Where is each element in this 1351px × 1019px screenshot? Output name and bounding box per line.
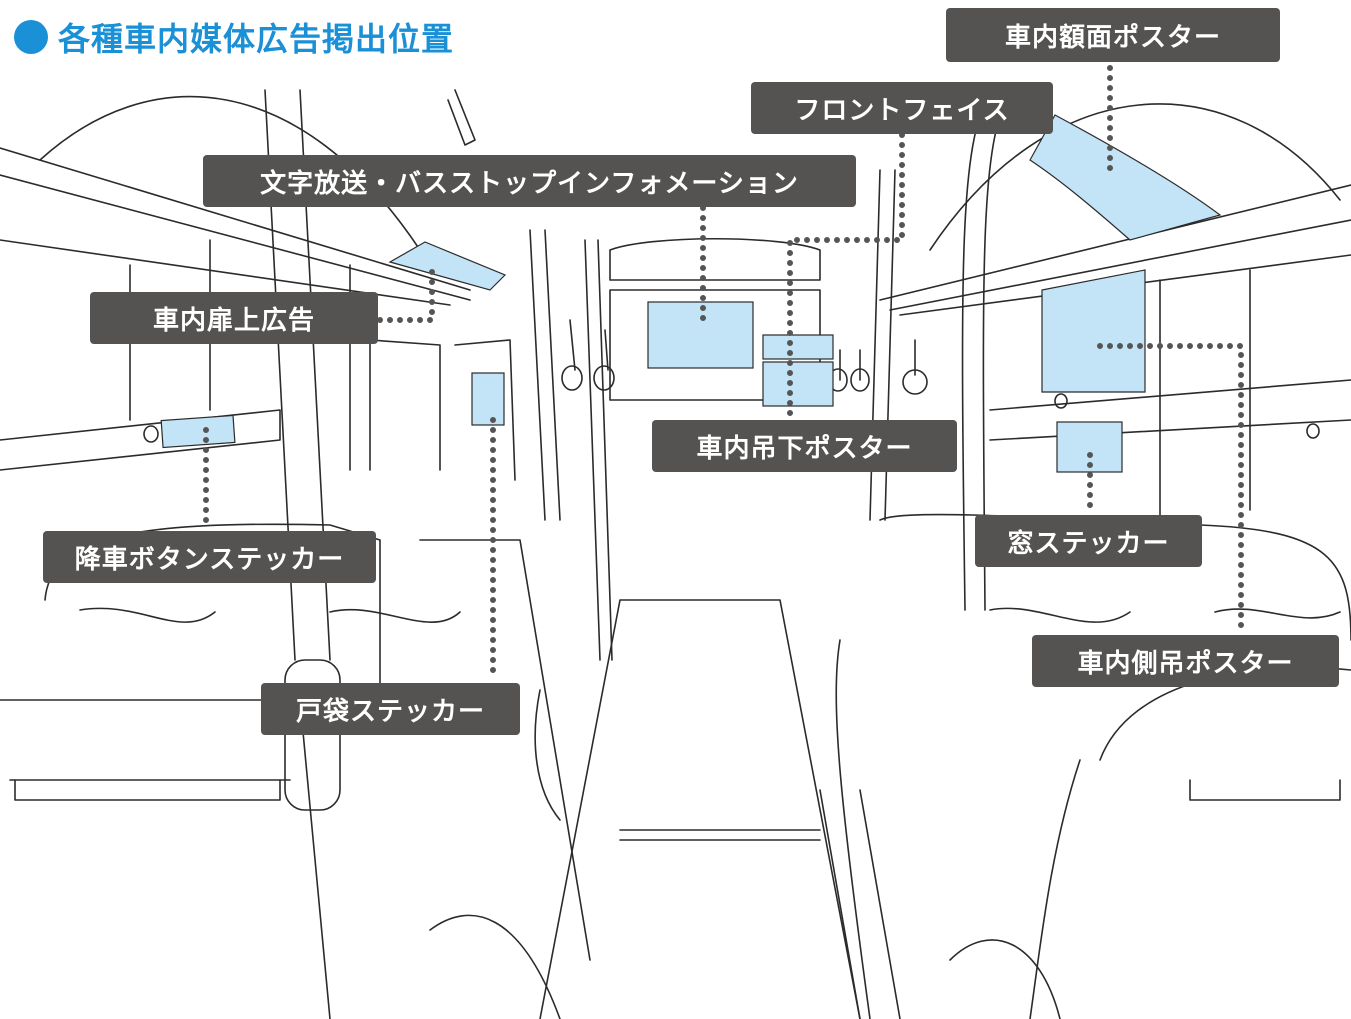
strap-left [447,89,476,146]
left-window-frame [0,409,281,471]
seat-left-back [299,539,591,1019]
label-getoff-button-sticker: 降車ボタンステッカー [43,531,376,583]
ad-area-front-face [762,361,834,407]
ceiling-far [609,237,821,281]
aisle-floor [539,599,861,1019]
ad-area-door-pocket [471,372,505,426]
leader-side-hanging [1097,343,1244,631]
vent-right-1 [1054,393,1068,409]
title-bullet-icon [14,20,48,54]
ad-area-front-face-top [762,334,834,360]
left-rack-top [0,147,471,291]
ad-area-side-hanging [1041,269,1146,393]
label-front-face: フロントフェイス [751,82,1053,134]
pole-left-mid [529,229,561,521]
page-title: 各種車内媒体広告掲出位置 [14,14,454,60]
left-rack-mid [0,174,471,301]
vent-right-2 [1306,423,1320,439]
label-text-broadcast: 文字放送・バスストップインフォメーション [203,155,856,207]
leader-above-door [377,259,435,323]
ad-area-text-broadcast [647,301,754,369]
ceiling-arch-right [929,103,1341,251]
ad-area-ceiling-frame [1029,114,1222,241]
vent-left [143,425,159,443]
pole-left-grip [284,659,341,811]
label-window-sticker: 窓ステッカー [975,515,1202,567]
label-door-pocket-sticker: 戸袋ステッカー [261,683,520,735]
right-rack-mid [889,219,1351,311]
label-ceiling-frame-poster: 車内額面ポスター [946,8,1280,62]
label-hanging-poster: 車内吊下ポスター [652,420,957,472]
label-above-door-ad: 車内扉上広告 [90,292,378,344]
ad-area-getoff-sticker [160,414,236,449]
right-rack-top [879,184,1351,301]
ad-area-above-door [388,241,507,291]
seat-left-row2 [0,699,291,781]
page-title-text: 各種車内媒体広告掲出位置 [58,20,455,58]
label-side-hanging-poster: 車内側吊ポスター [1032,635,1339,687]
leader-front-face [787,132,905,423]
right-window-frame [989,379,1351,441]
pole-left-rear [584,239,613,661]
